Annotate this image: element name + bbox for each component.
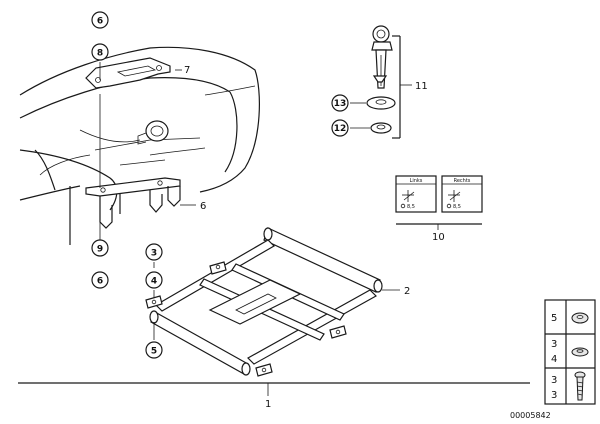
sticker-left-title: Links bbox=[410, 178, 423, 184]
svg-text:3: 3 bbox=[151, 249, 157, 259]
callout-6-top: 6 bbox=[91, 11, 109, 29]
label-1: 1 bbox=[265, 399, 271, 410]
leader-lines-left bbox=[99, 62, 196, 240]
callout-6-bottom: 6 bbox=[91, 271, 109, 289]
sticker-right-dim: 8,5 bbox=[453, 204, 461, 210]
label-2: 2 bbox=[404, 286, 410, 297]
callout-8-top: 8 bbox=[91, 43, 109, 61]
screw-icon bbox=[574, 371, 586, 401]
luggage-rack-part-2 bbox=[145, 227, 383, 377]
callout-12: 12 bbox=[331, 119, 349, 137]
bracket-part-6 bbox=[85, 177, 181, 229]
legend-row1-label: 5 bbox=[551, 313, 557, 324]
bracket-line-11 bbox=[350, 35, 412, 139]
washer-part-13 bbox=[366, 96, 396, 110]
handle-part-7 bbox=[85, 57, 171, 89]
luggage-case-drawing bbox=[19, 46, 260, 245]
leader-lines-rack bbox=[153, 262, 400, 340]
legend-row3-top: 3 bbox=[551, 375, 557, 386]
sticker-right-title: Rechts bbox=[454, 178, 471, 184]
sticker-left bbox=[395, 175, 437, 213]
case-lock-drawing bbox=[137, 120, 169, 145]
svg-text:6: 6 bbox=[97, 17, 103, 27]
callout-4: 4 bbox=[145, 271, 163, 289]
callout-9: 9 bbox=[91, 239, 109, 257]
nut-part-12 bbox=[370, 122, 392, 134]
label-6-bracket: 6 bbox=[200, 201, 206, 212]
sticker-left-dim: 8,5 bbox=[407, 204, 415, 210]
svg-text:9: 9 bbox=[97, 245, 103, 255]
legend-row2-top: 3 bbox=[551, 339, 557, 350]
nut-icon bbox=[571, 312, 589, 324]
callout-3: 3 bbox=[145, 243, 163, 261]
svg-text:12: 12 bbox=[334, 124, 347, 134]
callout-13: 13 bbox=[331, 94, 349, 112]
callout-5: 5 bbox=[145, 341, 163, 359]
svg-text:8: 8 bbox=[97, 49, 103, 59]
quick-release-pin bbox=[371, 25, 393, 89]
svg-text:4: 4 bbox=[151, 277, 157, 287]
svg-text:13: 13 bbox=[334, 99, 347, 109]
label-7: 7 bbox=[184, 65, 190, 76]
legend-row2-bottom: 4 bbox=[551, 354, 557, 365]
sticker-right bbox=[441, 175, 483, 213]
fastener-legend bbox=[544, 299, 596, 405]
diagram-id: 00005842 bbox=[510, 411, 551, 420]
label-10: 10 bbox=[432, 232, 445, 243]
svg-text:6: 6 bbox=[97, 277, 103, 287]
label-11: 11 bbox=[415, 81, 428, 92]
svg-text:5: 5 bbox=[151, 347, 157, 357]
legend-row3-bottom: 3 bbox=[551, 390, 557, 401]
